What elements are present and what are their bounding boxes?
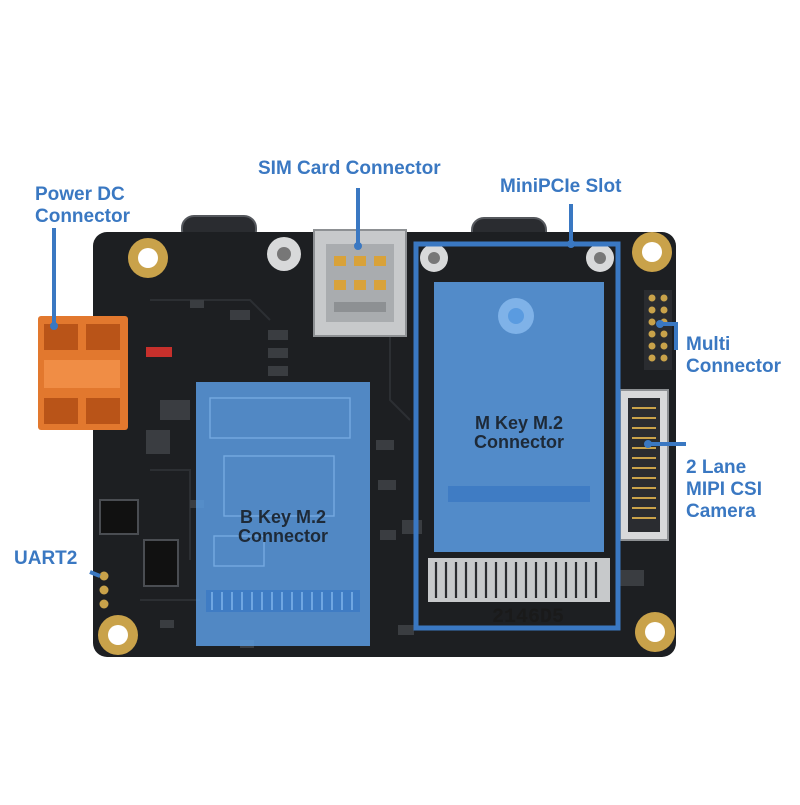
- multi-connector-header: [644, 290, 672, 370]
- inductors: [99, 499, 179, 587]
- label-sim-card: SIM Card Connector: [258, 158, 441, 179]
- label-multi: Multi Connector: [686, 334, 781, 377]
- board-marking: 2146D5: [492, 606, 564, 629]
- label-minipcie: MiniPCIe Slot: [500, 176, 622, 197]
- b-key-m2-connector: [196, 382, 370, 646]
- mounting-hole-bl: [98, 615, 138, 655]
- label-b-key: B Key M.2 Connector: [238, 507, 328, 546]
- leader-dot-power-dc: [50, 322, 58, 330]
- leader-dot-multi: [656, 320, 664, 328]
- leader-lines: [52, 188, 686, 578]
- uart2-pins: [99, 571, 109, 609]
- mounting-hole-mid3: [586, 244, 614, 272]
- mounting-hole-tl: [128, 238, 168, 278]
- power-dc-terminal: [38, 316, 128, 430]
- label-uart2: UART2: [14, 548, 78, 569]
- label-power-dc: Power DC Connector: [35, 184, 130, 227]
- leader-dot-mipi: [644, 440, 652, 448]
- label-mipi: 2 Lane MIPI CSI Camera: [686, 457, 763, 522]
- m-key-m2-connector: [413, 241, 621, 631]
- label-m-key: M Key M.2 Connector: [474, 413, 564, 452]
- mounting-hole-br: [635, 612, 675, 652]
- leader-dot-minipcie: [567, 240, 575, 248]
- leader-multi: [660, 322, 678, 350]
- leader-uart2: [89, 570, 101, 578]
- mounting-hole-mid1: [267, 237, 301, 271]
- red-led: [146, 347, 172, 357]
- mounting-hole-mid2: [420, 244, 448, 272]
- leader-dot-sim-card: [354, 242, 362, 250]
- sim-card-connector: [313, 229, 407, 337]
- mounting-hole-tr: [632, 232, 672, 272]
- mipi-csi-fpc-connector: [619, 389, 669, 541]
